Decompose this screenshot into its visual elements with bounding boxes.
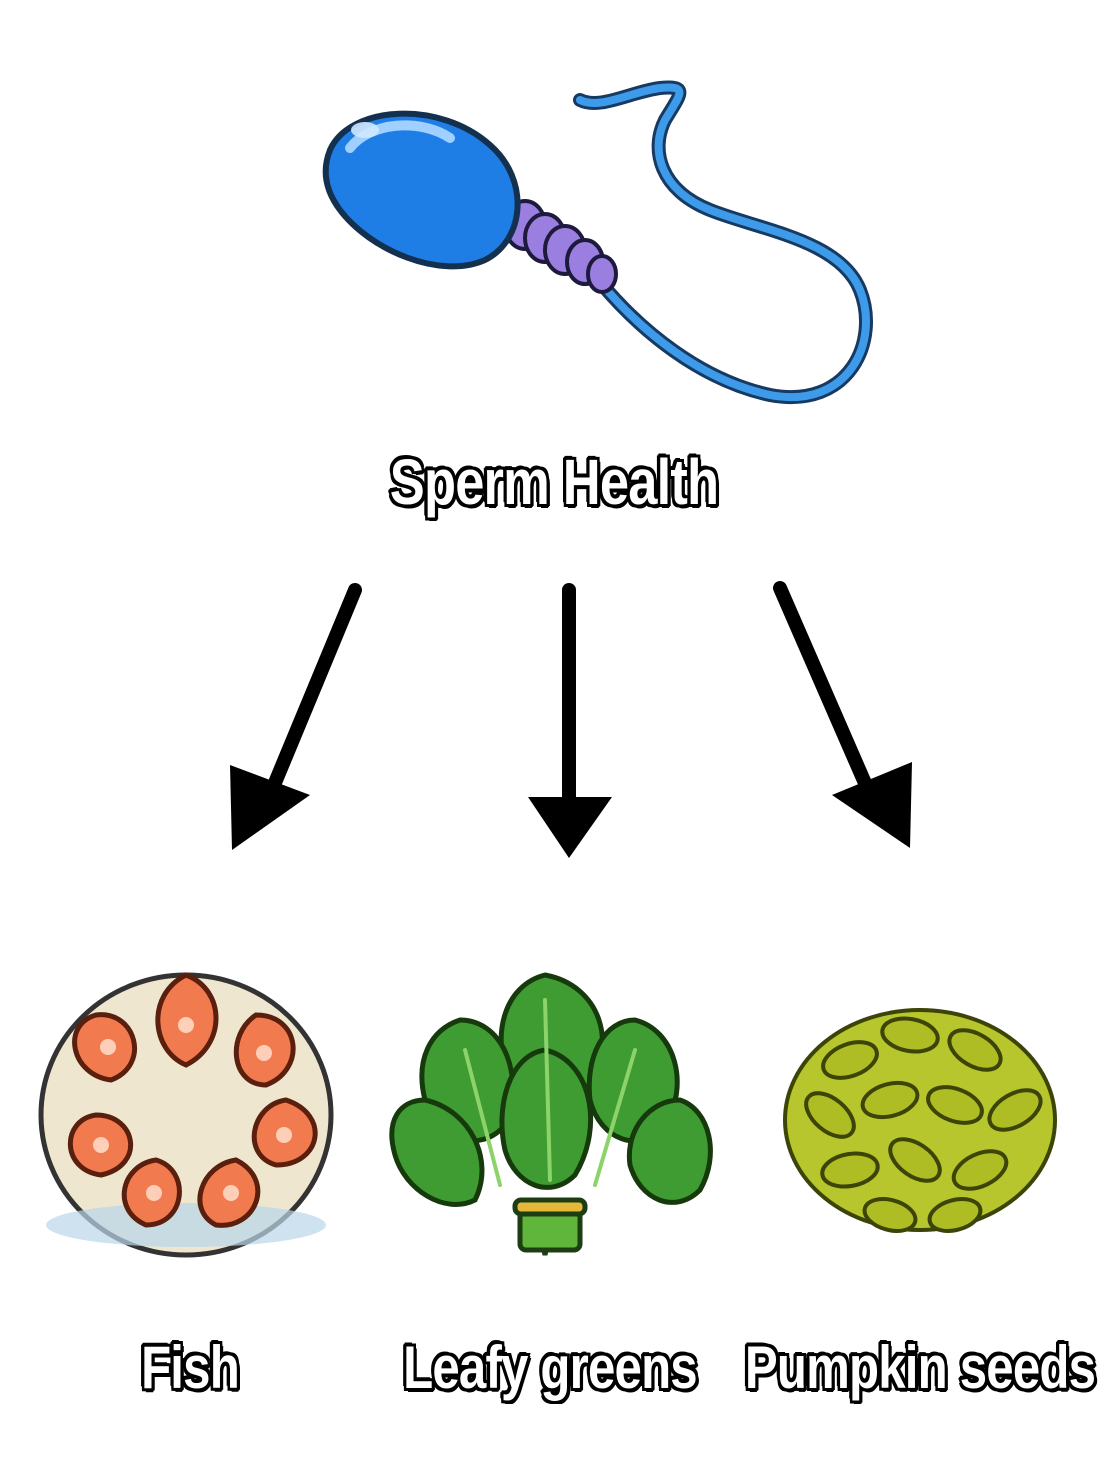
child-label-leafy-greens: Leafy greens (403, 1334, 698, 1401)
pumpkin-seeds-icon (783, 1008, 1057, 1233)
sperm-tail (573, 80, 873, 404)
child-label-pumpkin-seeds: Pumpkin seeds (744, 1334, 1096, 1401)
sperm-midpiece (503, 199, 618, 294)
sperm-head (322, 110, 521, 270)
arrow-to-seeds (773, 581, 912, 848)
leafy-greens-icon (389, 972, 713, 1256)
root-label: Sperm Health (389, 446, 719, 518)
arrow-to-fish (230, 583, 362, 850)
child-label-fish: Fish (141, 1334, 240, 1401)
fish-plate-icon (38, 972, 334, 1258)
arrow-to-greens (528, 583, 612, 858)
